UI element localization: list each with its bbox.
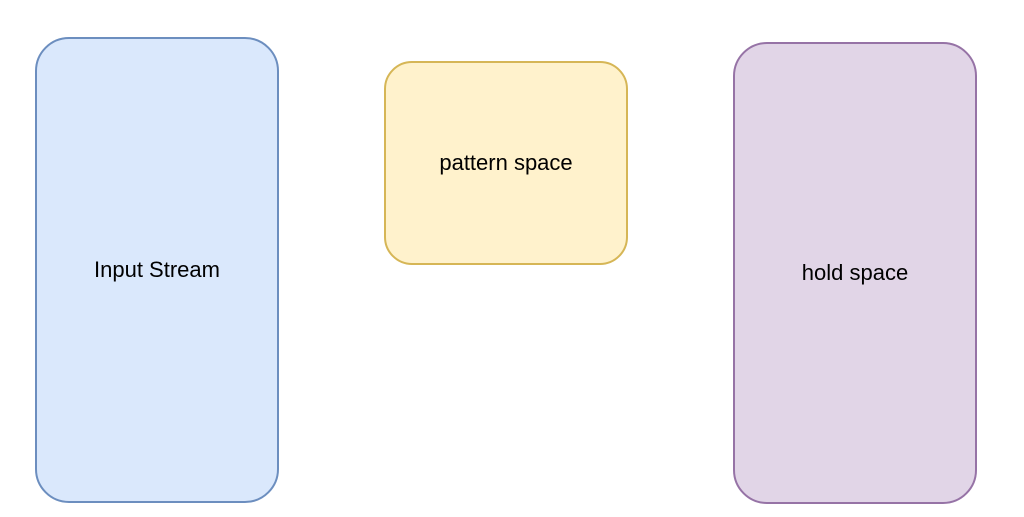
pattern-space-box[interactable]: pattern space: [384, 61, 628, 265]
hold-space-box[interactable]: hold space: [733, 42, 977, 504]
input-stream-box[interactable]: Input Stream: [35, 37, 279, 503]
input-stream-label: Input Stream: [94, 256, 220, 282]
pattern-space-label: pattern space: [439, 149, 573, 175]
hold-space-label: hold space: [801, 259, 909, 285]
